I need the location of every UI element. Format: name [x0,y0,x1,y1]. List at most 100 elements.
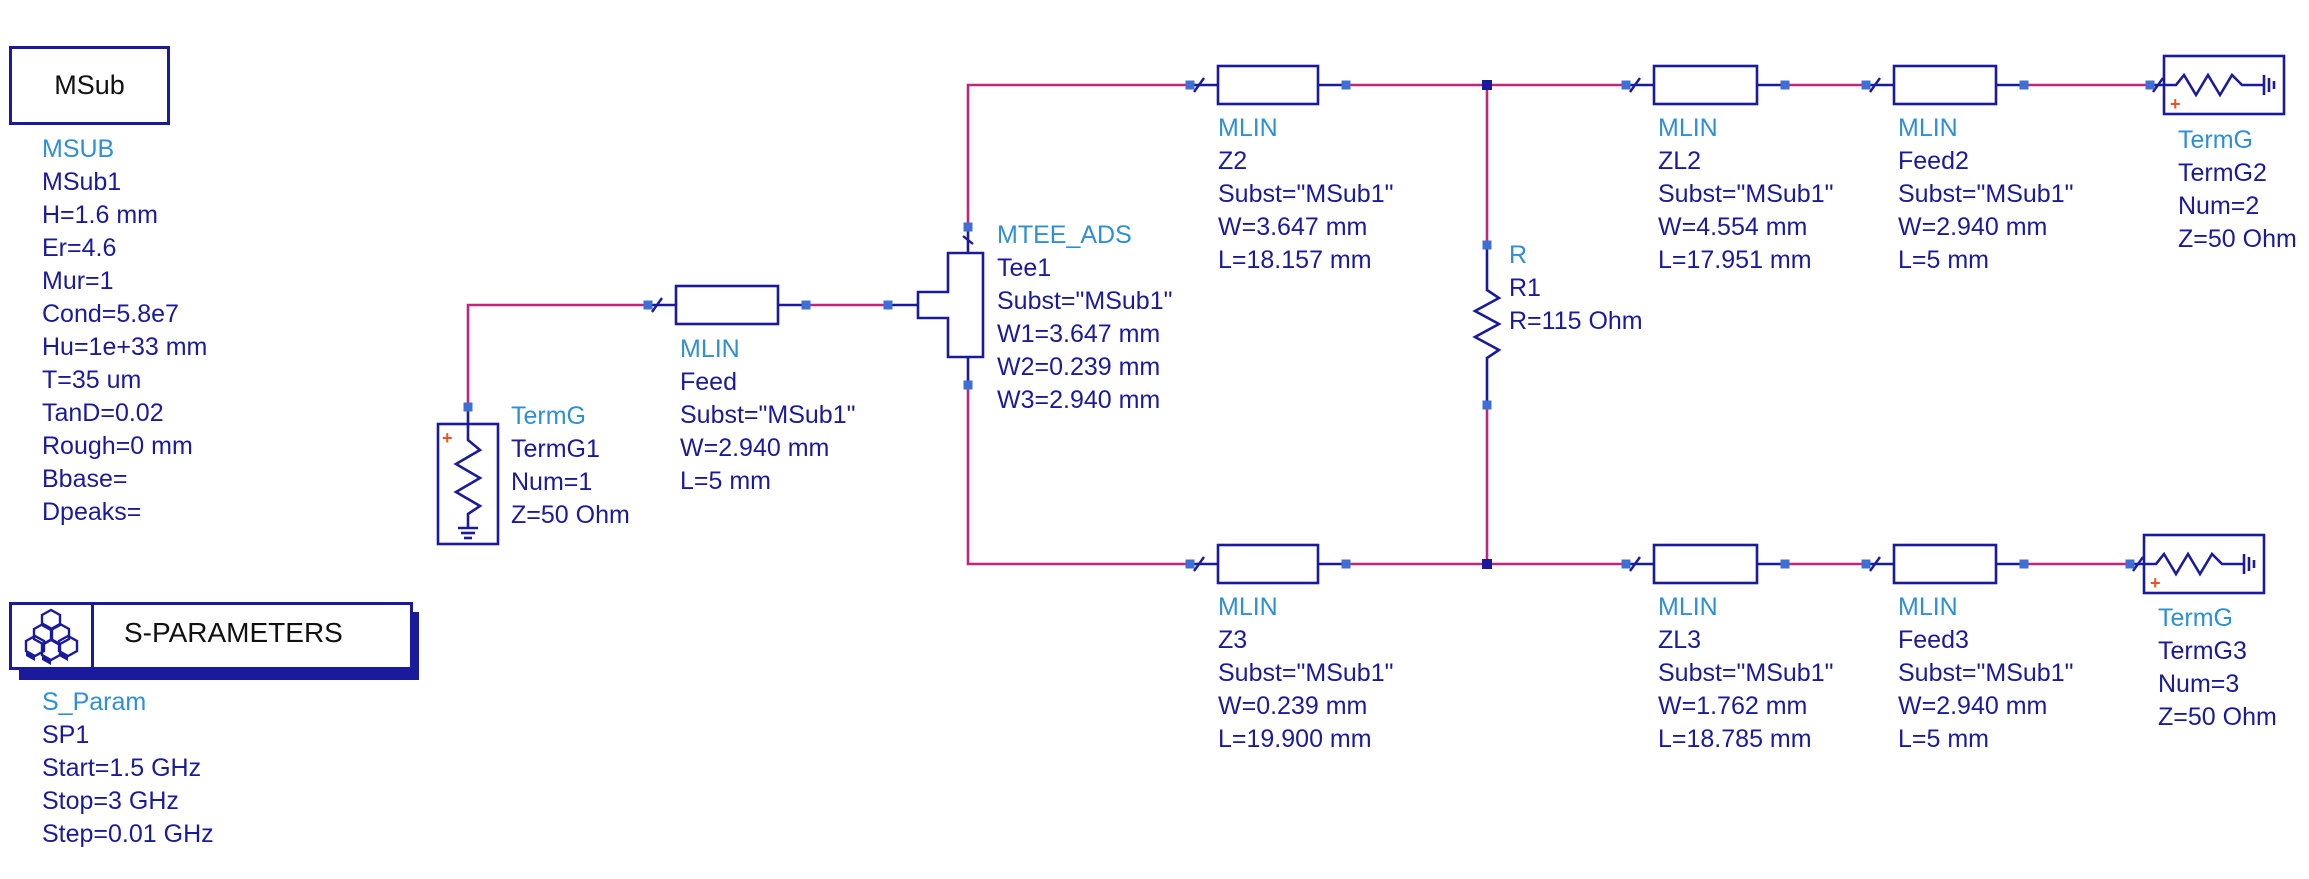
sparam-param: Start=1.5 GHz [42,754,202,782]
termg3-type: TermG [2158,604,2233,632]
msub-param: TanD=0.02 [42,399,164,427]
z2-type: MLIN [1218,114,1278,142]
feed2-name: Feed2 [1898,147,1969,175]
wire-termg1-feed [466,303,648,407]
msub-param: Hu=1e+33 mm [42,333,208,361]
z3-label: MLIN Z3 Subst="MSub1" W=0.239 mm L=19.90… [1218,591,1394,756]
termg2-name: TermG2 [2178,159,2267,187]
sparam-param: Step=0.01 GHz [42,820,214,848]
termg1-label: TermG TermG1 Num=1 Z=50 Ohm [511,400,630,532]
z3-symbol [1216,543,1320,585]
port-slash [651,297,663,313]
msub-param: Er=4.6 [42,234,117,262]
msub-param: Bbase= [42,465,128,493]
pin [963,380,973,390]
tee1-param: W2=0.239 mm [997,353,1161,381]
zl2-param: Subst="MSub1" [1658,180,1834,208]
msub-name: MSub1 [42,168,122,196]
z2-symbol [1216,64,1320,106]
port-slash [2152,77,2164,93]
z3-param: L=19.900 mm [1218,725,1372,753]
pin [883,300,893,310]
msub-param: H=1.6 mm [42,201,159,229]
pin [1780,559,1790,569]
termg2-type: TermG [2178,126,2253,154]
termg3-plus-marker: + [2150,573,2161,593]
msub-param: Mur=1 [42,267,114,295]
msub-param: Rough=0 mm [42,432,193,460]
tee1-type: MTEE_ADS [997,221,1132,249]
port-slash [1869,556,1881,572]
termg3-name: TermG3 [2158,637,2247,665]
pin [801,300,811,310]
z3-param: W=0.239 mm [1218,692,1368,720]
z3-name: Z3 [1218,626,1248,654]
sparam-type: S_Param [42,688,147,716]
msub-box-label: MSub [54,70,125,100]
msub-param: T=35 um [42,366,142,394]
feed-type: MLIN [680,335,740,363]
tee1-name: Tee1 [997,254,1052,282]
msub-box[interactable]: MSub [9,46,170,125]
msub-param: Dpeaks= [42,498,142,526]
feed3-type: MLIN [1898,593,1958,621]
z3-type: MLIN [1218,593,1278,621]
port-slash [1869,77,1881,93]
r1-resistor-icon [1472,245,1502,405]
z2-param: L=18.157 mm [1218,246,1372,274]
sparam-param: Stop=3 GHz [42,787,179,815]
pin [1341,559,1351,569]
zl3-param: L=18.785 mm [1658,725,1812,753]
zl3-name: ZL3 [1658,626,1702,654]
feed2-type: MLIN [1898,114,1958,142]
zl3-label: MLIN ZL3 Subst="MSub1" W=1.762 mm L=18.7… [1658,591,1834,756]
feed3-param: W=2.940 mm [1898,692,2048,720]
pin [1482,240,1492,250]
tee1-symbol [916,251,985,359]
feed-param: L=5 mm [680,467,772,495]
termg3-label: TermG TermG3 Num=3 Z=50 Ohm [2158,602,2277,734]
termg2-symbol [2162,54,2286,116]
pin [1861,559,1871,569]
feed-param: W=2.940 mm [680,434,830,462]
sparam-box-label: S-PARAMETERS [124,617,343,648]
feed-label: MLIN Feed Subst="MSub1" W=2.940 mm L=5 m… [680,333,856,498]
pin [2145,80,2155,90]
zl2-label: MLIN ZL2 Subst="MSub1" W=4.554 mm L=17.9… [1658,112,1834,277]
zl2-name: ZL2 [1658,147,1702,175]
zl2-param: W=4.554 mm [1658,213,1808,241]
wire-tee-z3 [966,385,1190,566]
feed3-label: MLIN Feed3 Subst="MSub1" W=2.940 mm L=5 … [1898,591,2074,756]
feed-name: Feed [680,368,737,396]
feed3-symbol [1892,543,1998,585]
termg1-plus-marker: + [442,428,453,448]
port-slash [1193,77,1205,93]
feed3-param: L=5 mm [1898,725,1990,753]
zl3-param: Subst="MSub1" [1658,659,1834,687]
termg1-name: TermG1 [511,435,600,463]
pin [643,300,653,310]
termg3-resistor-icon [2130,551,2244,577]
junction-node [1482,80,1492,90]
sparam-box[interactable]: S-PARAMETERS [9,602,413,670]
zl2-symbol [1652,64,1759,106]
sparam-label: S_Param SP1 Start=1.5 GHz Stop=3 GHz Ste… [42,686,214,851]
r1-type: R [1509,241,1528,269]
z2-label: MLIN Z2 Subst="MSub1" W=3.647 mm L=18.15… [1218,112,1394,277]
pin [1341,80,1351,90]
tee1-param: Subst="MSub1" [997,287,1173,315]
feed3-name: Feed3 [1898,626,1969,654]
feed2-label: MLIN Feed2 Subst="MSub1" W=2.940 mm L=5 … [1898,112,2074,277]
tee1-param: W1=3.647 mm [997,320,1161,348]
zl3-type: MLIN [1658,593,1718,621]
feed2-symbol [1892,64,1998,106]
pin [2125,559,2135,569]
msub-param: Cond=5.8e7 [42,300,179,328]
zl2-type: MLIN [1658,114,1718,142]
feed3-param: Subst="MSub1" [1898,659,2074,687]
port-slash [962,235,974,245]
tee1-label: MTEE_ADS Tee1 Subst="MSub1" W1=3.647 mm … [997,219,1173,417]
pin [1621,80,1631,90]
